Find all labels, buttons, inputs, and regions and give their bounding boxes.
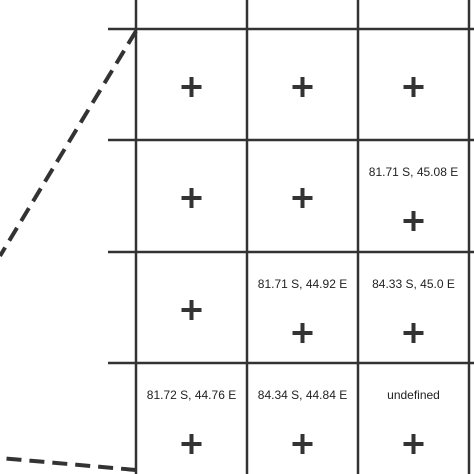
grid-cell xyxy=(403,77,424,97)
plus-icon xyxy=(403,434,424,454)
plus-icon xyxy=(181,300,202,320)
grid-cell: 84.34 S, 44.84 E xyxy=(258,388,347,454)
grid-lines xyxy=(108,0,474,474)
grid-cell xyxy=(181,188,202,208)
grid-cell xyxy=(181,77,202,97)
grid-cell: undefined xyxy=(387,388,440,454)
coordinate-label: undefined xyxy=(387,388,440,402)
zoom-connector-lines xyxy=(0,29,138,472)
coordinate-label: 81.71 S, 44.92 E xyxy=(258,277,347,291)
coordinate-label: 81.72 S, 44.76 E xyxy=(147,388,236,402)
plus-icon xyxy=(292,188,313,208)
grid-cell: 84.33 S, 45.0 E xyxy=(372,277,455,343)
plus-icon xyxy=(181,77,202,97)
grid-cell: 81.71 S, 45.08 E xyxy=(369,165,458,231)
plus-icon xyxy=(403,211,424,231)
grid-cell xyxy=(292,188,313,208)
grid-cell xyxy=(181,300,202,320)
plus-icon xyxy=(181,434,202,454)
plus-icon xyxy=(403,323,424,343)
grid-cell: 81.72 S, 44.76 E xyxy=(147,388,236,454)
plus-icon xyxy=(181,188,202,208)
grid-cell xyxy=(292,77,313,97)
plus-icon xyxy=(292,434,313,454)
coordinate-label: 84.33 S, 45.0 E xyxy=(372,277,455,291)
coordinate-label: 84.34 S, 44.84 E xyxy=(258,388,347,402)
dashed-connector-lower xyxy=(0,456,137,472)
coordinate-label: 81.71 S, 45.08 E xyxy=(369,165,458,179)
plus-icon xyxy=(292,77,313,97)
plus-icon xyxy=(292,323,313,343)
grid-cell: 81.71 S, 44.92 E xyxy=(258,277,347,343)
grid-cells: 81.71 S, 45.08 E 81.71 S, 44.92 E 84.33 S,… xyxy=(147,77,458,454)
plus-icon xyxy=(403,77,424,97)
dashed-connector-upper xyxy=(0,29,138,258)
